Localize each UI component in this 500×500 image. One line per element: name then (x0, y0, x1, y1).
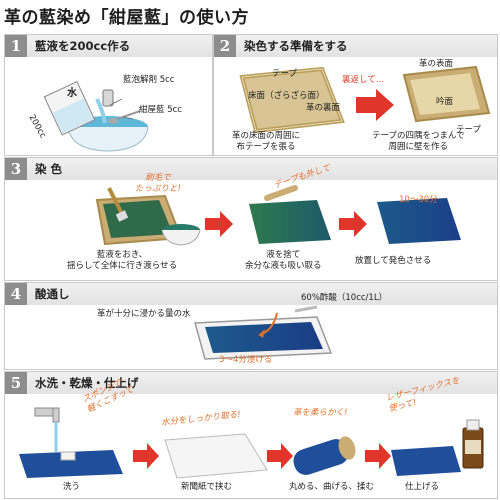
time-note: 10〜30分 (399, 195, 438, 205)
section-number: 4 (5, 283, 27, 305)
flip-label: 裏返して… (342, 75, 385, 85)
section-title: 染色する準備をする (244, 39, 348, 53)
back-label: 革の裏面 (306, 103, 341, 113)
caption-right: テープの四隅をつまんで 周囲に壁を作る (372, 131, 465, 152)
section-title: 藍液を200cc作る (35, 39, 131, 53)
section-number: 1 (5, 35, 27, 57)
water-amount-label: 革が十分に浸かる量の水 (97, 309, 191, 319)
section-3: 3 染 色 刷毛で たっぷりと! テープも外して 10〜30分 (4, 157, 498, 281)
tape-label-top: テープ (272, 69, 297, 79)
reagent-label-1: 藍泡解剤 5cc (123, 75, 175, 85)
caption-1: 藍液をおき、 揺らして全体に行き渡らせる (67, 250, 178, 271)
section-number: 5 (5, 372, 27, 394)
section-number: 2 (214, 35, 236, 57)
grain-label: 革の表面 (419, 59, 454, 69)
section-4: 4 酸通し 革が十分に浸かる量の水 60%酢酸（10cc/1L） 3〜4分浸ける (4, 282, 498, 370)
section-header (214, 35, 497, 57)
caption-1: 洗う (63, 482, 81, 492)
dye-illustration (95, 185, 461, 246)
gin-label: 吟面 (436, 97, 454, 107)
soak-time-label: 3〜4分浸ける (219, 355, 273, 365)
section-title: 染 色 (35, 162, 63, 176)
finish-illustration (19, 407, 484, 479)
water-label: 水 (67, 88, 77, 99)
caption-2: 液を捨て 余分な液も吸い取る (245, 250, 322, 271)
caption-3: 丸める、曲げる、揉む (289, 482, 375, 492)
flesh-side-label: 床面（ざらざら面） (248, 91, 325, 101)
mixing-illustration (43, 81, 149, 152)
soften-note: 革を柔らかく! (293, 408, 348, 418)
tape-label-right: テープ (456, 125, 481, 135)
caption-2: 新聞紙で挟む (181, 482, 233, 492)
caption-left: 革の床面の周囲に 布テープを張る (232, 131, 301, 152)
page-title: 革の藍染め「紺屋藍」の使い方 (4, 8, 249, 28)
section-header (5, 372, 497, 394)
reagent-label-2: 紺屋藍 5cc (139, 105, 182, 115)
prep-illustration (239, 65, 491, 134)
section-1: 1 藍液を200cc作る 藍泡解剤 5cc 紺屋藍 5cc 水 200cc (4, 34, 213, 156)
brush-note: 刷毛で たっぷりと! (135, 173, 181, 194)
section-number: 3 (5, 158, 27, 180)
caption-4: 仕上げる (405, 482, 440, 492)
caption-3: 放置して発色させる (355, 256, 432, 266)
section-header (5, 35, 212, 57)
section-2: 2 染色する準備をする テープ 床面（ざらざら面） 革の裏面 裏返して… 革の表… (213, 34, 498, 156)
acid-label: 60%酢酸（10cc/1L） (301, 293, 388, 303)
section-title: 酸通し (35, 287, 70, 301)
section-5: 5 水洗・乾燥・仕上げ スポンジで 軽くこすって 水分をしっかり取る! 革を柔ら… (4, 371, 498, 499)
section-header (5, 283, 497, 305)
section-header (5, 158, 497, 180)
section-title: 水洗・乾燥・仕上げ (35, 376, 139, 390)
acid-illustration (194, 305, 333, 360)
